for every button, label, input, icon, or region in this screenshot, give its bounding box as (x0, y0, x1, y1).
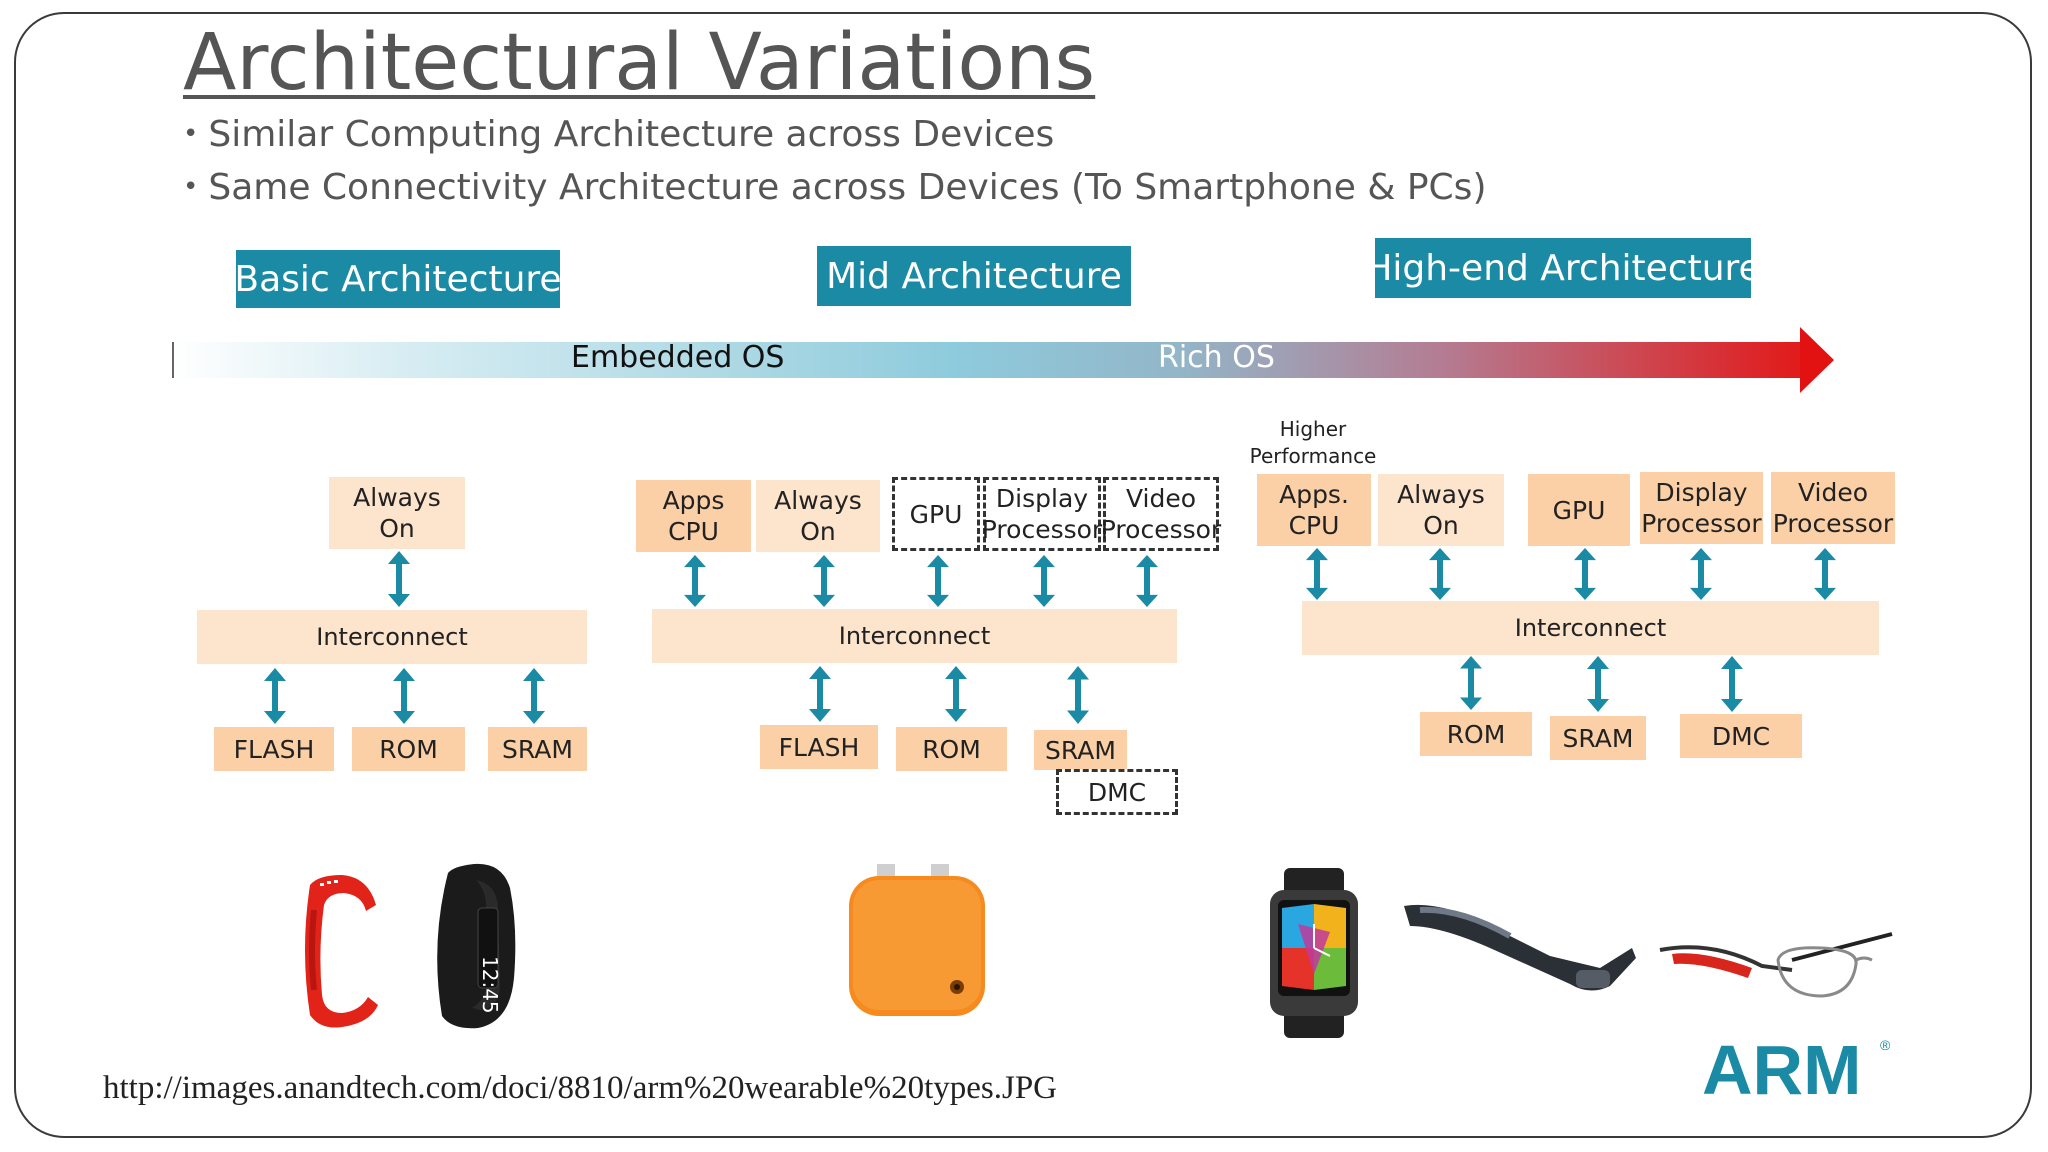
block-label-line: Processor (981, 515, 1103, 544)
block-label-line: CPU (1288, 511, 1340, 540)
smartwatch-image (1270, 868, 1358, 1038)
block-label-line: Processor (1772, 509, 1894, 538)
high-interconnect: Interconnect (1302, 601, 1879, 655)
double-arrow-icon (1067, 666, 1089, 724)
slide-frame (14, 12, 2032, 1138)
double-arrow-icon (1429, 548, 1451, 600)
block-label-line: On (800, 517, 836, 546)
mid-rom-block: ROM (896, 727, 1007, 771)
rich-os-label: Rich OS (1158, 340, 1275, 375)
slide-title: Architectural Variations (183, 18, 1096, 108)
mid-flash-block: FLASH (760, 725, 878, 769)
os-spectrum-bar (172, 342, 1802, 378)
high-display-processor-block: Display Processor (1640, 472, 1763, 544)
registered-mark: ® (1880, 1037, 1891, 1053)
arm-logo-text: ARM (1702, 1032, 1861, 1102)
high-gpu-block: GPU (1528, 474, 1630, 546)
high-always-on-block: Always On (1378, 474, 1504, 546)
double-arrow-icon (1306, 548, 1328, 600)
mid-gpu-optional-block: GPU (892, 477, 980, 551)
double-arrow-icon (1721, 656, 1743, 712)
block-label-line: Always (353, 483, 441, 512)
caption-line: Performance (1249, 444, 1377, 468)
os-spectrum-arrowhead (1800, 327, 1834, 393)
block-label-line: On (1423, 511, 1459, 540)
high-dmc-block: DMC (1680, 714, 1802, 758)
double-arrow-icon (1574, 548, 1596, 600)
caption-line: Higher (1279, 417, 1347, 441)
basic-interconnect: Interconnect (197, 610, 587, 664)
mid-video-processor-optional-block: Video Processor (1100, 477, 1222, 551)
basic-flash-block: FLASH (214, 727, 334, 771)
orange-clip-camera-image (849, 864, 985, 1016)
block-label-line: CPU (668, 517, 719, 546)
bullet-item: • Similar Computing Architecture across D… (183, 110, 1486, 163)
bullet-glyph: • (183, 119, 199, 149)
double-arrow-icon (1136, 555, 1158, 607)
double-arrow-icon (523, 668, 545, 724)
double-arrow-icon (813, 555, 835, 607)
double-arrow-icon (264, 668, 286, 724)
double-arrow-icon (927, 555, 949, 607)
block-label-line: Display (1655, 478, 1748, 507)
double-arrow-icon (809, 666, 831, 722)
bullet-list: • Similar Computing Architecture across D… (183, 110, 1486, 216)
block-label-line: On (379, 514, 415, 543)
source-url: http://images.anandtech.com/doci/8810/ar… (103, 1070, 1058, 1106)
block-label-line: Display (995, 484, 1089, 513)
embedded-os-label: Embedded OS (571, 340, 785, 375)
double-arrow-icon (1814, 548, 1836, 600)
block-label-line: Processor (1641, 509, 1762, 538)
high-apps-cpu-block: Apps. CPU (1257, 474, 1371, 546)
block-label-line: Apps (662, 486, 725, 515)
mid-dmc-optional-block: DMC (1056, 769, 1178, 815)
banner-high-end-architecture: High-end Architecture (1365, 238, 1761, 298)
high-rom-block: ROM (1420, 712, 1532, 756)
block-label-line: Processor (1100, 515, 1222, 544)
block-label-line: Video (1125, 484, 1197, 513)
mid-always-on-block: Always On (756, 480, 880, 552)
double-arrow-icon (1033, 555, 1055, 607)
bullet-glyph: • (183, 172, 199, 202)
block-label-line: Video (1797, 478, 1869, 507)
smart-glasses-black-image (1404, 904, 1636, 991)
block-label-line: Always (1397, 480, 1485, 509)
smart-glasses-red-image (1659, 932, 1893, 998)
basic-always-on-block: Always On (329, 477, 465, 549)
mid-apps-cpu-block: Apps CPU (636, 480, 751, 552)
banner-basic-architecture: Basic Architecture (234, 250, 562, 308)
double-arrow-icon (1460, 656, 1482, 710)
os-spectrum-start-tick (172, 342, 174, 378)
mid-interconnect: Interconnect (652, 609, 1177, 663)
double-arrow-icon (684, 555, 706, 607)
higher-performance-caption: Higher Performance (1248, 416, 1378, 470)
bullet-text: Same Connectivity Architecture across De… (208, 167, 1487, 208)
double-arrow-icon (1690, 548, 1712, 600)
basic-rom-block: ROM (352, 727, 465, 771)
double-arrow-icon (388, 551, 410, 607)
red-fitness-band-image (305, 875, 378, 1028)
block-label-line: Always (774, 486, 862, 515)
double-arrow-icon (1587, 656, 1609, 712)
mid-sram-block: SRAM (1034, 730, 1127, 770)
bullet-text: Similar Computing Architecture across De… (208, 114, 1055, 155)
bullet-item: • Same Connectivity Architecture across D… (183, 163, 1486, 216)
basic-sram-block: SRAM (488, 727, 587, 771)
double-arrow-icon (393, 668, 415, 724)
block-label-line: Apps. (1279, 480, 1349, 509)
black-smart-band-image: 12:45 (437, 863, 516, 1029)
banner-mid-architecture: Mid Architecture (817, 246, 1131, 306)
high-video-processor-block: Video Processor (1771, 472, 1895, 544)
double-arrow-icon (945, 666, 967, 722)
mid-display-processor-optional-block: Display Processor (981, 477, 1103, 551)
band-time-text: 12:45 (478, 956, 502, 1014)
high-sram-block: SRAM (1550, 716, 1646, 760)
arm-logo: ARM ® (1702, 1032, 1891, 1102)
